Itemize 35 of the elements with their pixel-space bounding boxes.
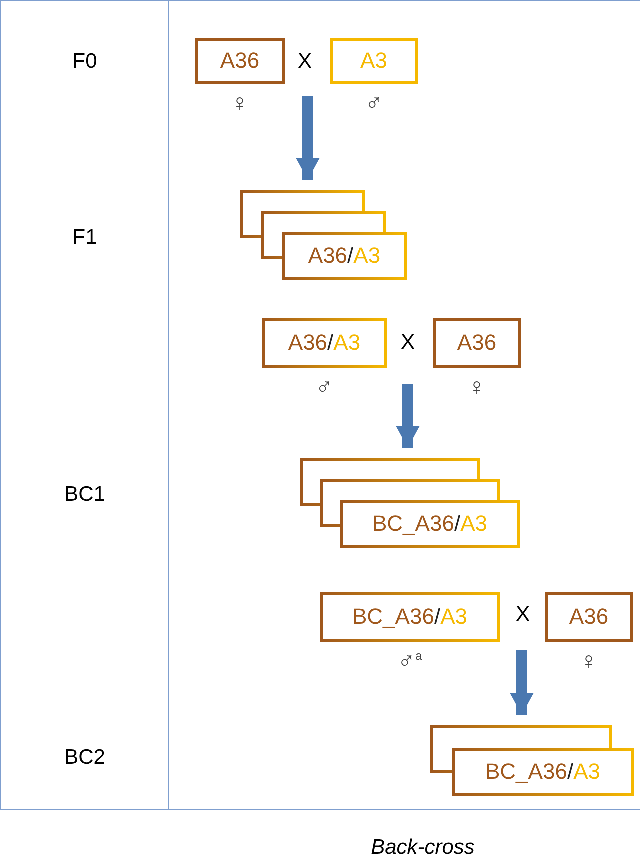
node-label: BC_A36/A3 [352,604,468,630]
parent-box [195,38,285,84]
node-label: A36 [569,604,609,630]
node-label: A36 [457,330,497,356]
sex-symbol: ♂$^{a}$ [398,648,422,676]
node-label: A36/A3 [288,330,361,356]
caption: Back-cross [371,836,475,860]
sex-symbol: ♀ [580,648,598,676]
node-label: A3 [360,48,388,74]
generation-label: F0 [72,50,98,74]
generation-label: F1 [72,226,98,250]
hybrid-box [320,592,500,642]
sex-symbol: ♂ [316,374,334,402]
stacked-boxes [240,190,407,280]
hybrid-box [262,318,387,368]
cross-sign: X [516,603,530,627]
parent-box [330,38,418,84]
parent-box [433,318,521,368]
sex-symbol: ♀ [231,90,249,118]
block-arrow [510,650,534,715]
stacked-boxes [300,458,520,548]
block-arrow [396,384,420,448]
node-label: A36 [220,48,260,74]
cross-sign: X [401,331,415,355]
generation-label: BC2 [64,746,106,770]
parent-box [545,592,633,642]
node-label: BC_A36/A3 [372,511,488,537]
node-label: A36/A3 [308,243,381,269]
sex-symbol: ♂ [365,90,383,118]
cross-sign: X [298,50,312,74]
node-label: BC_A36/A3 [486,759,600,785]
sex-symbol: ♀ [468,374,486,402]
block-arrow [296,96,320,180]
generation-label: BC1 [64,483,106,507]
stacked-boxes [430,725,634,796]
